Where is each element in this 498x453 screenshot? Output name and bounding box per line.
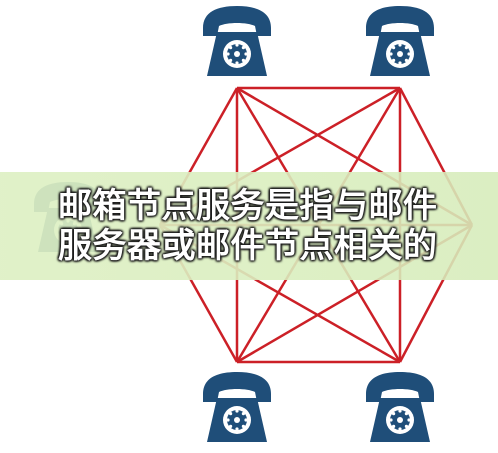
caption-line-1: 邮箱节点服务是指与邮件 — [58, 186, 438, 226]
telephone-icon — [366, 6, 434, 76]
telephone-icon — [366, 372, 434, 442]
caption-text: 邮箱节点服务是指与邮件 服务器或邮件节点相关的 — [58, 186, 498, 266]
caption-banner — [0, 172, 498, 280]
caption-line-2: 服务器或邮件节点相关的 — [58, 226, 438, 266]
telephone-icon — [203, 372, 271, 442]
telephone-icon — [203, 6, 271, 76]
